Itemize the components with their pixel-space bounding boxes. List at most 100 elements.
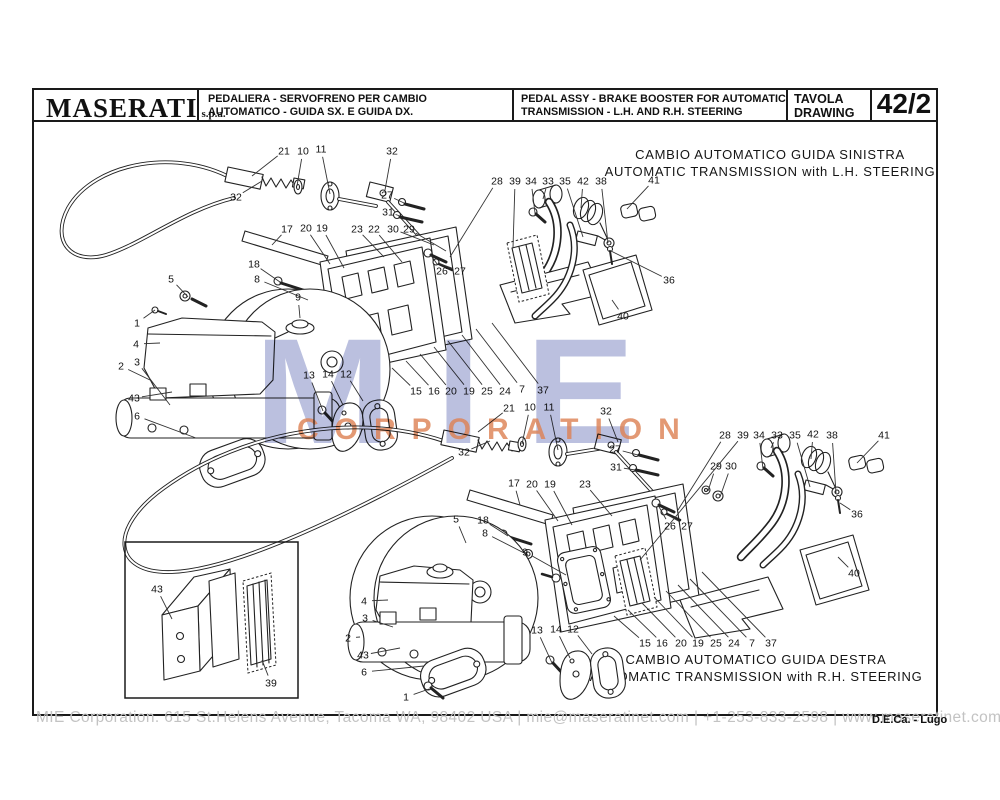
part-callout-17: 17 — [281, 224, 293, 236]
leader-line — [677, 584, 729, 638]
part-callout-39: 39 — [737, 430, 749, 442]
part-callout-27: 27 — [609, 444, 621, 456]
leader-line — [331, 381, 344, 406]
leader-line — [531, 555, 567, 576]
leader-line — [550, 414, 559, 451]
leader-line — [477, 412, 503, 433]
part-callout-30: 30 — [387, 224, 399, 236]
part-callout-19: 19 — [544, 479, 556, 491]
leader-line — [491, 322, 539, 384]
part-callout-17: 17 — [508, 478, 520, 490]
leader-line — [261, 659, 269, 676]
leader-line — [429, 253, 438, 265]
part-callout-18: 18 — [477, 515, 489, 527]
cover-gasket — [590, 647, 626, 699]
leader-line — [449, 187, 494, 258]
brake-pedal-foot — [499, 261, 604, 324]
part-callout-39: 39 — [509, 176, 521, 188]
part-callout-3: 3 — [362, 613, 368, 625]
part-callout-27: 27 — [381, 190, 393, 202]
leader-line — [759, 442, 764, 470]
part-callout-32: 32 — [600, 406, 612, 418]
part-callout-6: 6 — [361, 667, 367, 679]
footer-contact: MIE Corporation. 615 St.Helens Avenue, T… — [36, 709, 1000, 726]
leader-line — [433, 346, 465, 385]
part-callout-40: 40 — [617, 311, 629, 323]
assembly-lh — [59, 160, 657, 488]
header-cell-divider — [512, 88, 514, 122]
leader-line — [810, 441, 813, 460]
part-callout-16: 16 — [428, 386, 440, 398]
leader-line — [384, 158, 392, 191]
part-callout-26: 26 — [664, 521, 676, 533]
leader-line — [372, 619, 394, 628]
part-callout-41: 41 — [648, 175, 660, 187]
leader-line — [559, 636, 571, 659]
title-english-line1: PEDAL ASSY - BRAKE BOOSTER FOR AUTOMATIC — [521, 93, 786, 105]
leader-line — [264, 281, 309, 301]
leader-line — [298, 304, 301, 319]
leader-line — [491, 536, 529, 556]
leader-line — [627, 609, 657, 638]
accelerator-pedal-arm — [532, 222, 577, 319]
part-callout-12: 12 — [340, 369, 352, 381]
section-title-lh: CAMBIO AUTOMATICO GUIDA SINISTRA AUTOMAT… — [604, 147, 936, 179]
leader-line — [394, 197, 405, 204]
leader-line — [325, 234, 345, 269]
leader-line — [322, 156, 331, 195]
part-callout-33: 33 — [542, 176, 554, 188]
part-callout-10: 10 — [524, 402, 536, 414]
leader-line — [539, 637, 553, 664]
part-callout-23: 23 — [579, 479, 591, 491]
part-callout-19: 19 — [692, 638, 704, 650]
part-callout-5: 5 — [168, 274, 174, 286]
section-title-rh: CAMBIO AUTOMATICO GUIDA DESTRA AUTOMATIC… — [589, 652, 923, 684]
cable-ferrule — [224, 166, 264, 190]
leader-line — [251, 155, 278, 177]
gasket-plate — [556, 546, 612, 614]
leader-line — [419, 353, 447, 386]
part-callout-37: 37 — [537, 385, 549, 397]
leader-line — [143, 342, 161, 345]
part-callout-18: 18 — [248, 259, 260, 271]
part-callout-28: 28 — [719, 430, 731, 442]
part-callout-35: 35 — [789, 430, 801, 442]
leader-line — [378, 234, 403, 263]
part-callout-28: 28 — [491, 176, 503, 188]
drawing-frame — [32, 88, 938, 716]
return-spring — [800, 445, 818, 469]
part-callout-31: 31 — [382, 207, 394, 219]
leader-line — [536, 490, 559, 522]
leader-line — [653, 596, 693, 638]
leader-line — [143, 309, 156, 319]
leader-line — [641, 602, 676, 638]
part-callout-37: 37 — [765, 638, 777, 650]
part-callout-20: 20 — [675, 638, 687, 650]
leader-line — [260, 268, 281, 283]
leader-line — [475, 328, 518, 383]
header-cell-divider — [870, 88, 872, 122]
leader-line — [689, 578, 747, 638]
leader-line — [601, 188, 609, 244]
leader-line — [400, 231, 435, 246]
part-callout-39: 39 — [265, 678, 277, 690]
leader-line — [271, 234, 282, 246]
leader-line — [796, 442, 811, 488]
part-callout-20: 20 — [445, 386, 457, 398]
leader-line — [719, 473, 729, 498]
part-callout-15: 15 — [639, 638, 651, 650]
brake-pedal-foot — [679, 576, 784, 639]
part-callout-29: 29 — [403, 224, 415, 236]
leader-line — [128, 369, 151, 381]
leader-line — [296, 158, 303, 187]
part-callout-14: 14 — [322, 369, 334, 381]
brand-suffix: s.p.a. — [201, 108, 226, 120]
part-callout-34: 34 — [753, 430, 765, 442]
bracket-43 — [161, 605, 201, 681]
part-callout-36: 36 — [663, 275, 675, 287]
mount-gasket — [420, 647, 487, 698]
part-callout-7: 7 — [749, 638, 755, 650]
part-callout-9: 9 — [295, 292, 301, 304]
part-callout-21: 21 — [278, 146, 290, 158]
